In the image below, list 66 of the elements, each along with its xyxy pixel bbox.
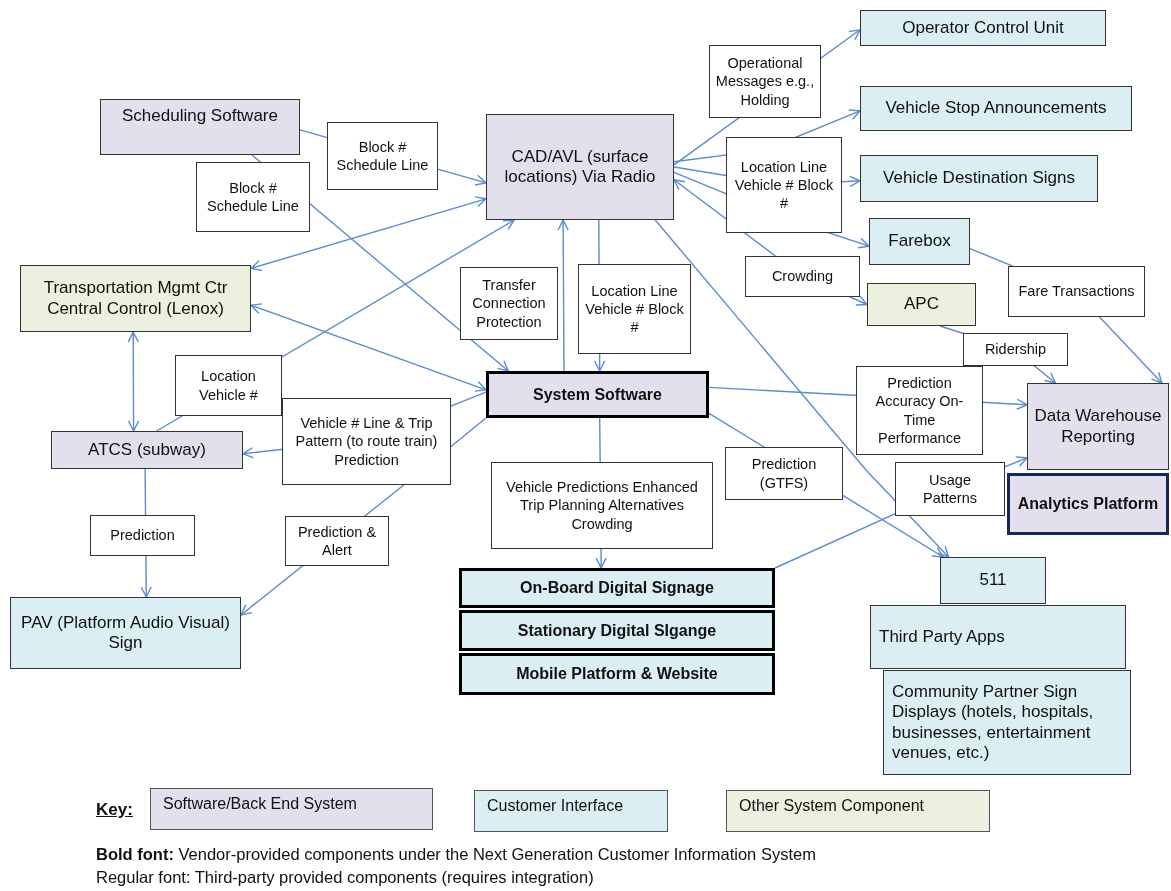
component-box	[459, 568, 775, 608]
component-box	[459, 610, 775, 651]
edge-label: Ridership	[963, 333, 1068, 366]
node-label: Transportation Mgmt Ctr Central Control (Lenox)	[42, 278, 229, 319]
edge-label: Prediction & Alert	[285, 516, 389, 566]
arrow	[127, 331, 140, 432]
component-box	[860, 86, 1132, 131]
node-label: Community Partner Sign Displays (hotels, hospitals, businesses, entertainment venues, etc.)	[892, 681, 1095, 764]
edge-label: Prediction	[90, 515, 195, 556]
edge-label: Location Line Vehicle # Block #	[578, 264, 691, 354]
component-box	[860, 10, 1106, 46]
component-box	[486, 371, 709, 418]
component-box	[100, 99, 300, 155]
edge-label: Operational Messages e.g., Holding	[709, 45, 821, 118]
component-box	[860, 155, 1098, 202]
node-label: Data Warehouse Reporting	[1034, 406, 1162, 447]
component-box	[869, 218, 970, 265]
node-label: PAV (Platform Audio Visual) Sign	[20, 612, 231, 654]
component-box	[883, 670, 1131, 775]
edge-label: Block # Schedule Line	[327, 122, 438, 190]
component-box	[1007, 473, 1169, 535]
component-box	[10, 597, 241, 669]
node-label: APC	[904, 294, 939, 315]
node-label: Operator Control Unit	[902, 17, 1064, 39]
node-label: On-Board Digital Signage	[520, 578, 714, 598]
node-label: Scheduling Software	[122, 106, 278, 127]
component-box	[1027, 383, 1169, 470]
edge-label: Vehicle Predictions Enhanced Trip Planning Alternatives Crowding	[491, 462, 713, 549]
component-box	[940, 557, 1046, 604]
component-box	[51, 431, 243, 469]
arrow	[250, 303, 487, 392]
footnote: Bold font: Vendor-provided components under the Next Generation Customer Information System	[96, 845, 816, 864]
node-label: System Software	[533, 384, 662, 405]
component-box	[20, 265, 251, 332]
edge-label: Prediction Accuracy On-Time Performance	[856, 366, 983, 455]
edge-label: Usage Patterns	[895, 462, 1005, 516]
node-label: Vehicle Destination Signs	[883, 168, 1075, 189]
legend-heading: Key:	[96, 800, 133, 820]
edge-label: Location Line Vehicle # Block #	[726, 137, 842, 233]
node-label: Farebox	[888, 231, 951, 252]
arrow	[557, 219, 569, 372]
node-label: Analytics Platform	[1017, 494, 1159, 514]
footnote: Regular font: Third-party provided components (requires integration)	[96, 868, 594, 887]
component-box	[870, 605, 1126, 669]
edge-label: Prediction (GTFS)	[725, 447, 843, 500]
component-box	[486, 114, 674, 220]
node-label: Stationary Digital SIgange	[517, 620, 717, 641]
edge-label: Crowding	[745, 256, 860, 297]
node-label: 511	[979, 570, 1007, 591]
component-box	[867, 283, 976, 326]
legend-label: Customer Interface	[487, 797, 624, 814]
legend-label: Other System Component	[739, 797, 924, 814]
legend-label: Software/Back End System	[163, 795, 357, 812]
edge-label: Transfer Connection Protection	[460, 267, 558, 340]
node-label: Third Party Apps	[879, 626, 1005, 648]
arrow	[250, 196, 487, 272]
component-box	[459, 653, 775, 695]
edge-label: Location Vehicle #	[175, 355, 282, 416]
node-label: CAD/AVL (surface locations) Via Radio	[503, 146, 657, 188]
node-label: ATCS (subway)	[88, 439, 206, 461]
edge-label: Fare Transactions	[1008, 266, 1145, 317]
edge-label: Vehicle # Line & Trip Pattern (to route train) Prediction	[282, 398, 451, 485]
node-label: Mobile Platform & Website	[516, 664, 718, 684]
node-label: Vehicle Stop Announcements	[885, 98, 1107, 119]
arrow	[654, 219, 950, 558]
edge-label: Block # Schedule Line	[196, 162, 310, 232]
